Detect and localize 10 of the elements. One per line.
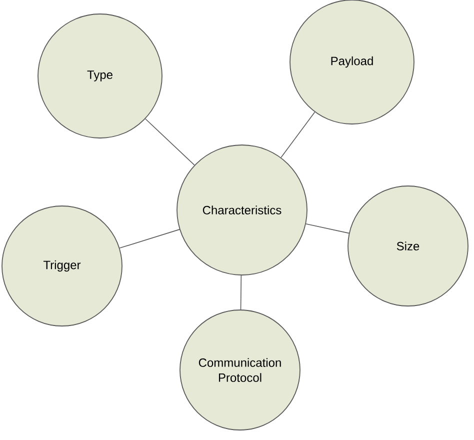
circle-node: Characteristics xyxy=(176,144,308,276)
circle-node: Size xyxy=(348,186,468,306)
connector-line xyxy=(240,275,242,310)
circle-node: Type xyxy=(38,14,162,138)
connector-line xyxy=(306,223,350,234)
connector-line xyxy=(280,112,316,158)
connector-line xyxy=(119,229,180,248)
circle-node: Trigger xyxy=(2,206,122,326)
connector-line xyxy=(145,118,195,166)
circle-node: Communication Protocol xyxy=(180,310,300,430)
